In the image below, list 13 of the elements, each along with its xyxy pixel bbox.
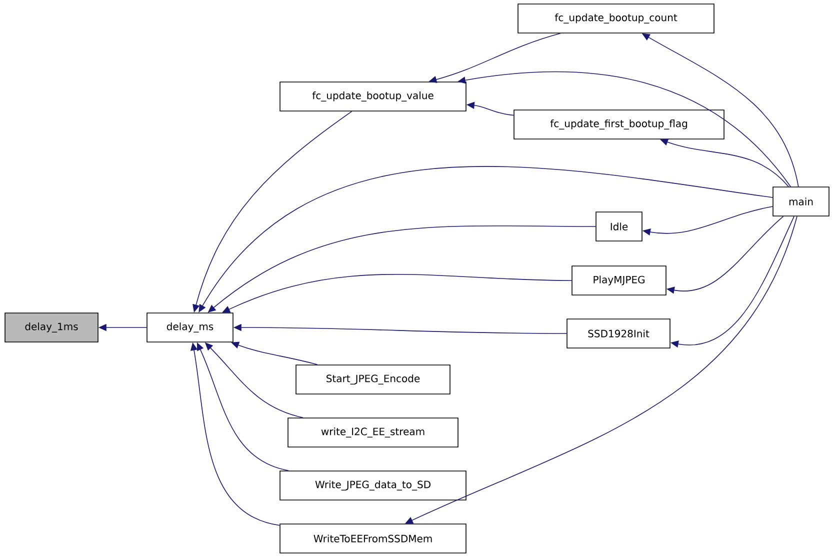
- function-box: main: [772, 186, 830, 216]
- function-box: delay_1ms: [4, 312, 98, 342]
- function-box: WriteToEEFromSSDMem: [280, 524, 466, 554]
- function-box: fc_update_first_bootup_flag: [514, 110, 724, 140]
- function-box: delay_ms: [146, 312, 234, 342]
- function-box: fc_update_bootup_count: [518, 4, 714, 34]
- function-box: write_I2C_EE_stream: [288, 418, 458, 448]
- function-box: SSD1928Init: [566, 318, 670, 348]
- function-box: fc_update_bootup_value: [280, 82, 466, 112]
- function-box: PlayMJPEG: [572, 266, 666, 296]
- function-box: Write_JPEG_data_to_SD: [280, 470, 466, 500]
- function-box: Start_JPEG_Encode: [296, 364, 450, 394]
- function-box: Idle: [596, 212, 642, 242]
